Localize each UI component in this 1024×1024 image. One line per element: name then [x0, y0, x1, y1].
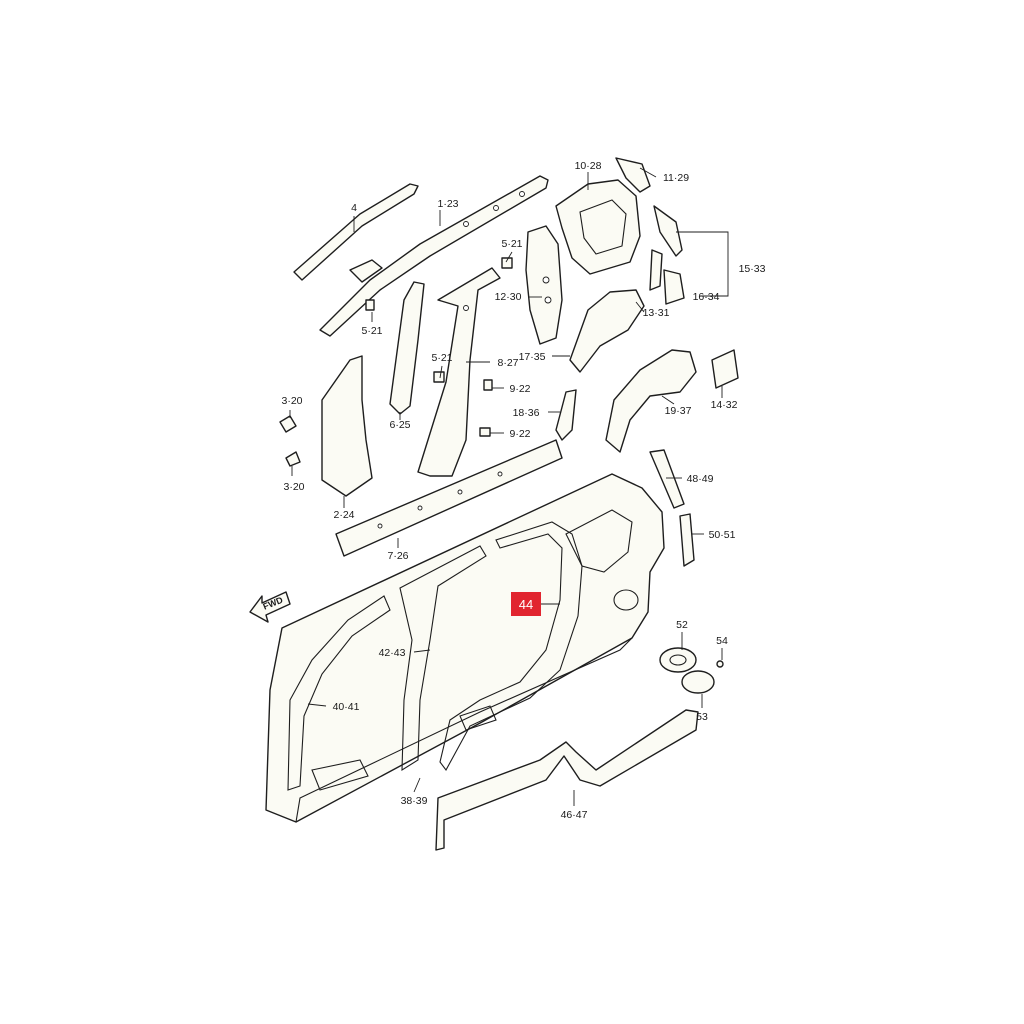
highlight-label: 44 [519, 597, 533, 612]
callout-53: 53 [696, 711, 708, 723]
callout-42-43: 42·43 [379, 647, 406, 659]
wheel-house-inner [569, 289, 645, 373]
callout-40-41: 40·41 [333, 701, 360, 713]
callout-12-30: 12·30 [495, 291, 522, 303]
callout-17-35: 17·35 [519, 351, 546, 363]
callout-10-28: 10·28 [575, 160, 602, 172]
callout-3-20-b: 3·20 [283, 481, 304, 493]
callout-9-22-a: 9·22 [509, 383, 530, 395]
fuel-filler-housing [659, 647, 697, 673]
hinge-pillar-inner [321, 355, 373, 497]
callout-15-33: 15·33 [739, 263, 766, 275]
highlight-badge[interactable]: 44 [511, 592, 541, 616]
outer-side-panel [265, 473, 665, 823]
callout-9-22-b: 9·22 [509, 428, 530, 440]
rocker-outer [435, 709, 699, 851]
center-pillar-inner [417, 267, 501, 477]
callout-3-20-a: 3·20 [281, 395, 302, 407]
wheel-house-outer [605, 349, 697, 453]
callout-labels: 4 1·23 10·28 11·29 5·21 15·33 12·30 16·3… [281, 160, 765, 821]
callout-52: 52 [676, 619, 688, 631]
callout-18-36: 18·36 [513, 407, 540, 419]
callout-54: 54 [716, 635, 728, 647]
callout-5-21-b: 5·21 [361, 325, 382, 337]
callout-4: 4 [351, 202, 357, 214]
rear-quarter-inner-upper [555, 179, 641, 275]
callout-5-21-a: 5·21 [501, 238, 522, 250]
roof-side-rail [319, 175, 549, 337]
callout-2-24: 2·24 [333, 509, 354, 521]
leader-lines [289, 167, 729, 806]
callout-13-31: 13·31 [643, 307, 670, 319]
rear-pillar-reinforcement [615, 157, 651, 193]
bracket-48 [649, 449, 685, 509]
fuel-filler-door [681, 670, 715, 694]
rear-bracket-14 [711, 349, 739, 389]
pillar-inner-c [525, 225, 563, 345]
callout-1-23: 1·23 [437, 198, 458, 210]
bracket-50 [679, 513, 695, 567]
callout-14-32: 14·32 [711, 399, 738, 411]
wheel-house-bracket-18 [555, 389, 577, 441]
side-sill-inner [335, 439, 563, 557]
small-brackets [279, 257, 513, 467]
callout-19-37: 19·37 [665, 405, 692, 417]
rear-pillar-brackets [649, 205, 685, 305]
fwd-arrow: FWD [249, 591, 291, 623]
callout-7-26: 7·26 [387, 550, 408, 562]
callout-11-29: 11·29 [663, 172, 689, 184]
callout-50-51: 50·51 [709, 529, 736, 541]
callout-8-27: 8·27 [497, 357, 518, 369]
callout-38-39: 38·39 [401, 795, 428, 807]
callout-16-34: 16·34 [693, 291, 720, 303]
callout-48-49: 48·49 [687, 473, 714, 485]
callout-5-21-c: 5·21 [431, 352, 452, 364]
callout-46-47: 46·47 [561, 809, 588, 821]
roof-side-rail-front [293, 183, 419, 281]
front-pillar-inner [389, 281, 425, 415]
screw-54 [716, 660, 724, 668]
callout-6-25: 6·25 [389, 419, 410, 431]
